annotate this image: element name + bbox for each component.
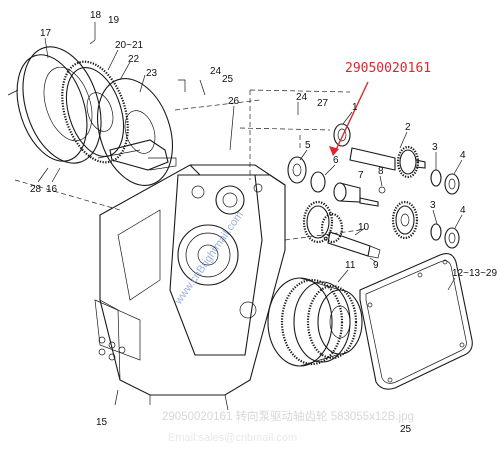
gasket xyxy=(359,253,473,390)
callout-19: 19 xyxy=(108,15,120,26)
assembly-guide-lines xyxy=(14,89,361,241)
callout-11: 11 xyxy=(345,260,356,271)
callout-16: 16 xyxy=(46,184,58,195)
callout-8: 8 xyxy=(378,166,384,177)
contact-email: Email:sales@cnbmail.com xyxy=(168,432,297,444)
shaft-gear-group xyxy=(267,123,460,367)
callout-12-13-29: 12~13~29 xyxy=(452,268,497,279)
callout-23: 23 xyxy=(146,68,158,79)
callout-28: 28 xyxy=(30,184,42,195)
callout-4b: 4 xyxy=(460,205,466,216)
callout-10: 10 xyxy=(358,222,370,233)
callout-labels: 18 19 17 20~21 22 23 24 25 26 24 27 28 1… xyxy=(30,10,497,435)
watermark-text: www.cnBrightmail.com xyxy=(172,209,246,307)
leader-lines-left xyxy=(37,22,235,183)
callout-24: 24 xyxy=(210,66,222,77)
callout-3b: 3 xyxy=(430,200,436,211)
callout-20-21: 20~21 xyxy=(115,40,144,51)
callout-18: 18 xyxy=(90,10,102,21)
leader-lines-right xyxy=(297,102,463,291)
transmission-housing xyxy=(94,164,286,411)
callout-7: 7 xyxy=(358,170,364,181)
callout-25b: 25 xyxy=(400,424,412,435)
callout-6: 6 xyxy=(333,155,339,166)
callout-5: 5 xyxy=(305,140,311,151)
callout-2: 2 xyxy=(405,122,411,133)
callout-9: 9 xyxy=(373,260,379,271)
callout-15: 15 xyxy=(96,417,108,428)
callout-24b: 24 xyxy=(296,92,308,103)
callout-26: 26 xyxy=(228,96,240,107)
cover-plate-assembly xyxy=(7,46,177,186)
highlight-part-number: 29050020161 xyxy=(345,61,431,76)
callout-25: 25 xyxy=(222,74,234,85)
callout-3: 3 xyxy=(432,142,438,153)
image-caption: 29050020161 转向泵驱动轴齿轮 583055x12B.jpg xyxy=(162,409,414,423)
callout-1: 1 xyxy=(352,102,358,113)
highlight-arrow xyxy=(329,81,369,156)
callout-22: 22 xyxy=(128,54,140,65)
callout-4: 4 xyxy=(460,150,466,161)
callout-27: 27 xyxy=(317,98,329,109)
callout-17: 17 xyxy=(40,28,52,39)
